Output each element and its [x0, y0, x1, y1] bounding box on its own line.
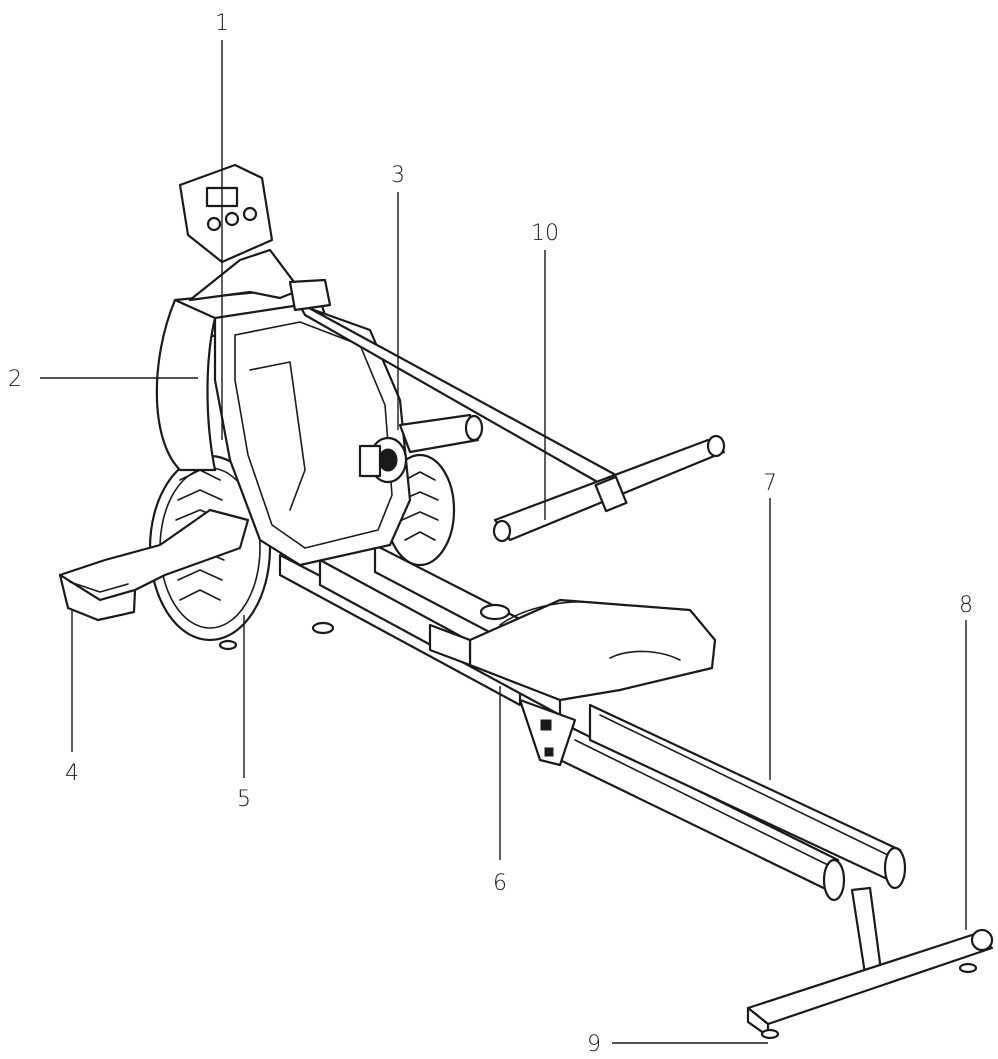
callout-6: 6 — [493, 871, 507, 896]
footrest — [58, 508, 250, 622]
callout-1: 1 — [215, 11, 229, 36]
rear-stabilizer — [746, 886, 994, 1040]
handle-bar — [288, 278, 726, 543]
callout-7: 7 — [763, 471, 777, 496]
callout-9: 9 — [587, 1032, 601, 1057]
rail-beam — [558, 703, 907, 902]
leader-lines — [40, 40, 967, 1044]
callout-2: 2 — [8, 367, 22, 392]
callout-4: 4 — [65, 761, 79, 786]
callout-8: 8 — [959, 593, 973, 618]
callout-5: 5 — [237, 787, 251, 812]
flywheel-housing — [155, 288, 412, 567]
callout-3: 3 — [391, 163, 405, 188]
callout-10: 10 — [531, 221, 559, 246]
callout-labels: 1 2 3 10 4 5 6 7 8 9 — [8, 11, 973, 1057]
seat — [428, 598, 717, 767]
console-monitor — [178, 163, 302, 302]
